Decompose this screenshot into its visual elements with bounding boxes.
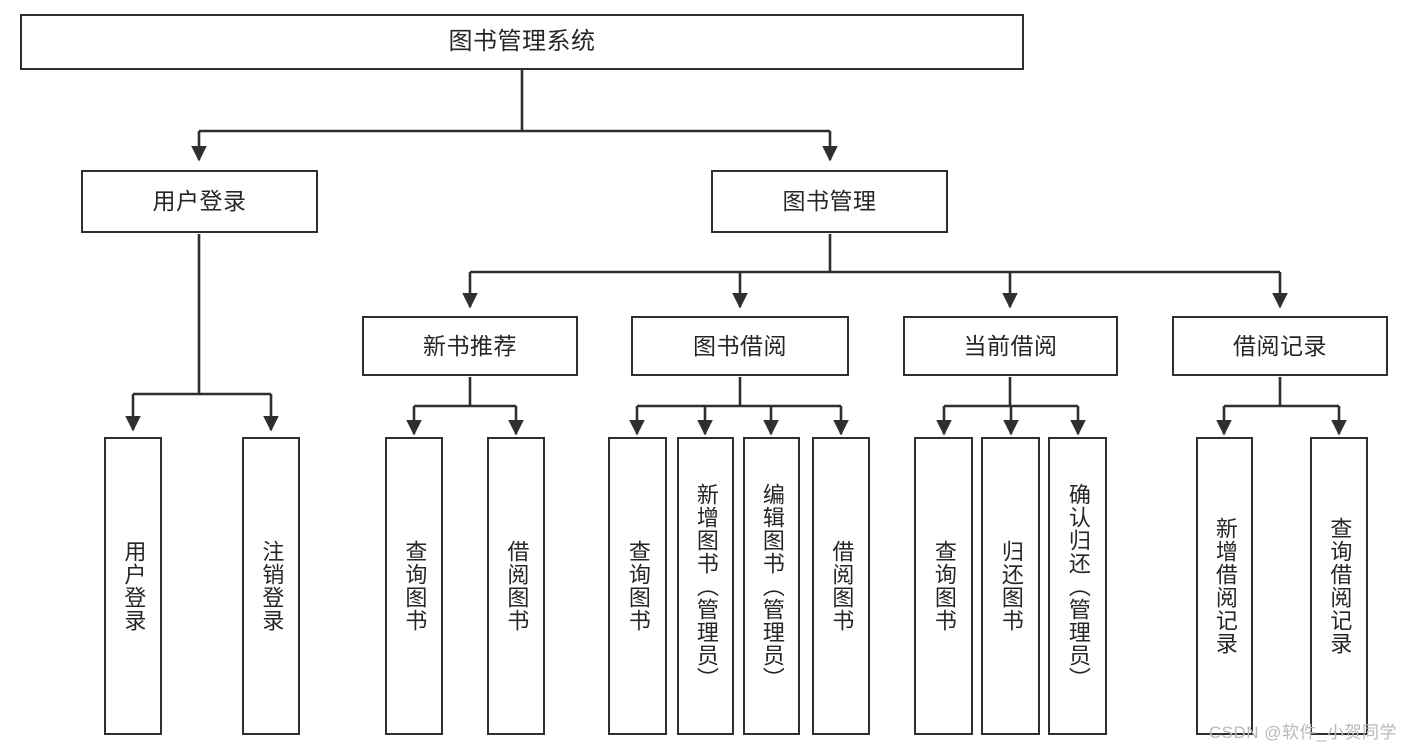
node-leaf-query-book-3[interactable]: 查询图书 xyxy=(914,437,973,735)
node-label: 当前借阅 xyxy=(963,332,1058,359)
node-book-management[interactable]: 图书管理 xyxy=(711,170,948,233)
node-borrow-record[interactable]: 借阅记录 xyxy=(1172,316,1388,376)
node-label: 新增图书（管理员） xyxy=(693,482,719,690)
node-user-login[interactable]: 用户登录 xyxy=(81,170,318,233)
node-leaf-add-borrow-record[interactable]: 新增借阅记录 xyxy=(1196,437,1253,735)
node-label: 查询图书 xyxy=(625,540,651,632)
node-new-book-recommend[interactable]: 新书推荐 xyxy=(362,316,578,376)
node-leaf-borrow-book-2[interactable]: 借阅图书 xyxy=(812,437,870,735)
watermark-text: CSDN @软件_小贺同学 xyxy=(1208,723,1397,742)
node-label: 图书借阅 xyxy=(693,332,787,359)
node-label: 查询图书 xyxy=(402,540,428,632)
node-label: 用户登录 xyxy=(121,540,147,632)
node-leaf-return-book[interactable]: 归还图书 xyxy=(981,437,1040,735)
node-leaf-add-book[interactable]: 新增图书（管理员） xyxy=(677,437,734,735)
node-label: 新增借阅记录 xyxy=(1212,517,1238,655)
node-label: 借阅图书 xyxy=(504,540,530,632)
node-leaf-logout[interactable]: 注销登录 xyxy=(242,437,300,735)
node-leaf-edit-book[interactable]: 编辑图书（管理员） xyxy=(743,437,800,735)
node-label: 图书管理系统 xyxy=(448,28,596,55)
node-label: 编辑图书（管理员） xyxy=(759,482,785,690)
node-leaf-query-borrow-record[interactable]: 查询借阅记录 xyxy=(1310,437,1368,735)
node-label: 注销登录 xyxy=(259,540,285,632)
node-label: 新书推荐 xyxy=(423,332,517,359)
node-leaf-user-login[interactable]: 用户登录 xyxy=(104,437,162,735)
node-leaf-query-book-2[interactable]: 查询图书 xyxy=(608,437,667,735)
node-label: 查询图书 xyxy=(931,540,957,632)
node-leaf-query-book-1[interactable]: 查询图书 xyxy=(385,437,443,735)
node-root-system[interactable]: 图书管理系统 xyxy=(20,14,1024,70)
node-label: 确认归还（管理员） xyxy=(1065,482,1091,690)
node-label: 用户登录 xyxy=(152,188,247,215)
node-label: 借阅图书 xyxy=(829,540,855,632)
node-label: 借阅记录 xyxy=(1233,332,1327,359)
node-leaf-borrow-book-1[interactable]: 借阅图书 xyxy=(487,437,545,735)
node-label: 查询借阅记录 xyxy=(1327,517,1353,655)
node-current-borrow[interactable]: 当前借阅 xyxy=(903,316,1118,376)
node-label: 归还图书 xyxy=(998,540,1024,632)
node-label: 图书管理 xyxy=(782,188,877,215)
node-book-borrow[interactable]: 图书借阅 xyxy=(631,316,849,376)
node-leaf-confirm-return[interactable]: 确认归还（管理员） xyxy=(1048,437,1107,735)
